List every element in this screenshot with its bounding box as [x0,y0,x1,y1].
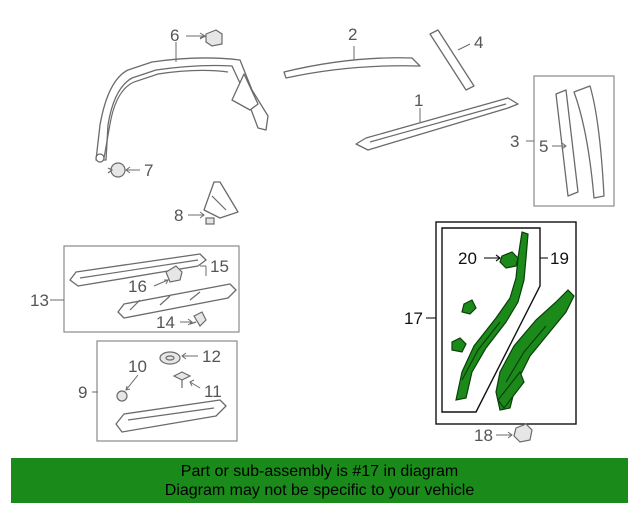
callout-16: 16 [128,277,147,296]
callout-5: 5 [539,137,548,156]
callout-3: 3 [510,132,519,151]
part-16-clip-icon[interactable] [165,265,183,283]
part-5-pillar-garnish[interactable] [555,85,605,199]
part-8-corner-bracket[interactable] [203,181,239,225]
callout-9: 9 [78,383,87,402]
part-11-fastener-icon[interactable] [172,371,192,388]
callout-1: 1 [414,91,423,110]
callout-17: 17 [404,309,423,328]
callout-7: 7 [144,161,153,180]
callout-6: 6 [170,26,179,45]
exploded-parts-diagram: 1 2 3 4 5 6 7 8 9 10 11 12 13 14 15 16 1… [30,25,615,445]
part-18-clip-icon[interactable] [513,423,533,443]
callout-11: 11 [204,382,222,401]
part-7-clip-icon[interactable] [107,162,126,178]
part-15-inner-rail[interactable] [117,283,237,319]
callout-10: 10 [128,357,147,376]
banner-line-disclaimer: Diagram may not be specific to your vehi… [164,482,475,499]
part-17-group-frame [435,221,577,425]
callout-15: 15 [210,257,229,276]
callout-18: 18 [474,426,493,445]
info-banner: Part or sub-assembly is #17 in diagram D… [11,458,628,503]
banner-line-part-number: Part or sub-assembly is #17 in diagram [180,463,459,480]
callout-20: 20 [458,249,477,268]
part-20-clip-icon[interactable] [499,251,519,269]
callout-13: 13 [30,291,49,310]
part-12-grommet-icon[interactable] [159,351,181,365]
part-9-group-frame [96,340,238,442]
part-19-sub-frame [441,227,541,413]
part-2-roof-molding[interactable] [283,57,421,79]
callout-8: 8 [174,206,183,225]
part-4-pillar-strip[interactable] [429,29,475,91]
callout-19: 19 [550,249,569,268]
part-6-clip-icon[interactable] [199,29,223,47]
callout-4: 4 [474,33,483,52]
part-10-clip-icon[interactable] [116,390,128,402]
callout-12: 12 [202,347,221,366]
fastener-icon[interactable] [451,299,477,353]
part-13-group-frame [63,245,240,333]
part-17-pillar-garnish-assembly[interactable] [455,231,575,411]
callout-2: 2 [348,25,357,44]
part-9-rocker-molding[interactable] [115,399,227,433]
part-6-door-frame-molding[interactable] [95,57,269,163]
part-1-belt-molding[interactable] [355,97,519,151]
part-14-clip-icon[interactable] [189,311,207,327]
part-15-sill-molding[interactable] [69,253,207,287]
callout-14: 14 [156,313,175,332]
